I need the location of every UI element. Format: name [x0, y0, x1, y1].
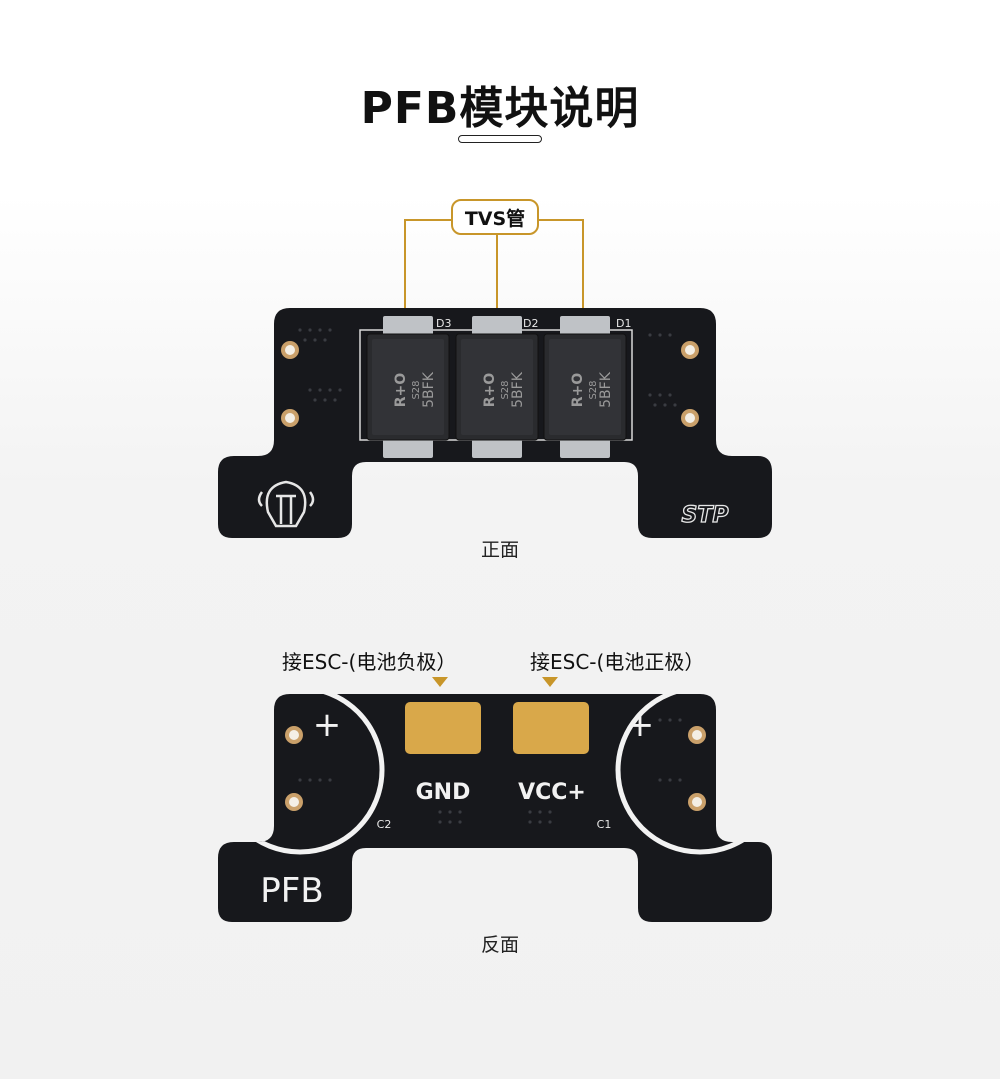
tvs-diode-d3: R+O S28 5BFK D3 [366, 316, 451, 458]
diode-designator-d2: D2 [523, 317, 538, 330]
front-caption: 正面 [480, 539, 519, 561]
diode-d1-marking-2: 5BFK [598, 371, 614, 408]
back-vias [298, 718, 682, 824]
page-title: PFB模块说明 [360, 83, 640, 134]
front-board: R+O S28 5BFK D3 R+O S28 5BFK D2 R+O S28 … [218, 219, 772, 538]
diode-designator-d3: D3 [436, 317, 451, 330]
vcc-connection-label: 接ESC-(电池正极） [530, 650, 705, 674]
diode-d3-marking-1: S28 [411, 380, 422, 399]
tvs-diode-d1: R+O S28 5BFK D1 [543, 316, 631, 458]
plus-left-marking: + [313, 705, 342, 745]
helmet-logo-icon [257, 480, 315, 528]
callout-lines [404, 219, 584, 315]
front-mount-holes [281, 341, 699, 427]
board-name-marking: PFB [260, 871, 323, 911]
vcc-pointer-icon [542, 677, 558, 687]
title-underline [458, 135, 542, 143]
diode-d3-marking-2: 5BFK [421, 371, 437, 408]
tvs-diode-d2: R+O S28 5BFK D2 [455, 316, 539, 458]
vcc-pad-label: VCC+ [518, 780, 586, 805]
gnd-connection-label: 接ESC-(电池负极） [282, 650, 457, 674]
diode-d1-marking-1: S28 [588, 380, 599, 399]
plus-right-marking: + [626, 705, 655, 745]
gnd-pad-label: GND [416, 780, 471, 805]
back-board-pcb [218, 694, 772, 922]
capacitor-silk-arcs [218, 694, 772, 855]
cap-designator-c2: C2 [377, 818, 392, 831]
diode-d3-logo: R+O [393, 373, 409, 408]
gnd-pointer-icon [432, 677, 448, 687]
vcc-solder-pad [513, 702, 589, 754]
back-mount-holes [285, 726, 706, 811]
front-vias [298, 328, 677, 407]
gnd-solder-pad [405, 702, 481, 754]
diode-designator-d1: D1 [616, 317, 631, 330]
diode-d2-marking-2: 5BFK [510, 371, 526, 408]
diode-d1-logo: R+O [570, 373, 586, 408]
cap-designator-c1: C1 [597, 818, 612, 831]
diode-d2-marking-1: S28 [500, 380, 511, 399]
diode-d2-logo: R+O [482, 373, 498, 408]
stp-brand-mark: STP [682, 503, 729, 528]
back-caption: 反面 [480, 934, 519, 956]
tvs-callout-badge: TVS管 [451, 199, 539, 235]
